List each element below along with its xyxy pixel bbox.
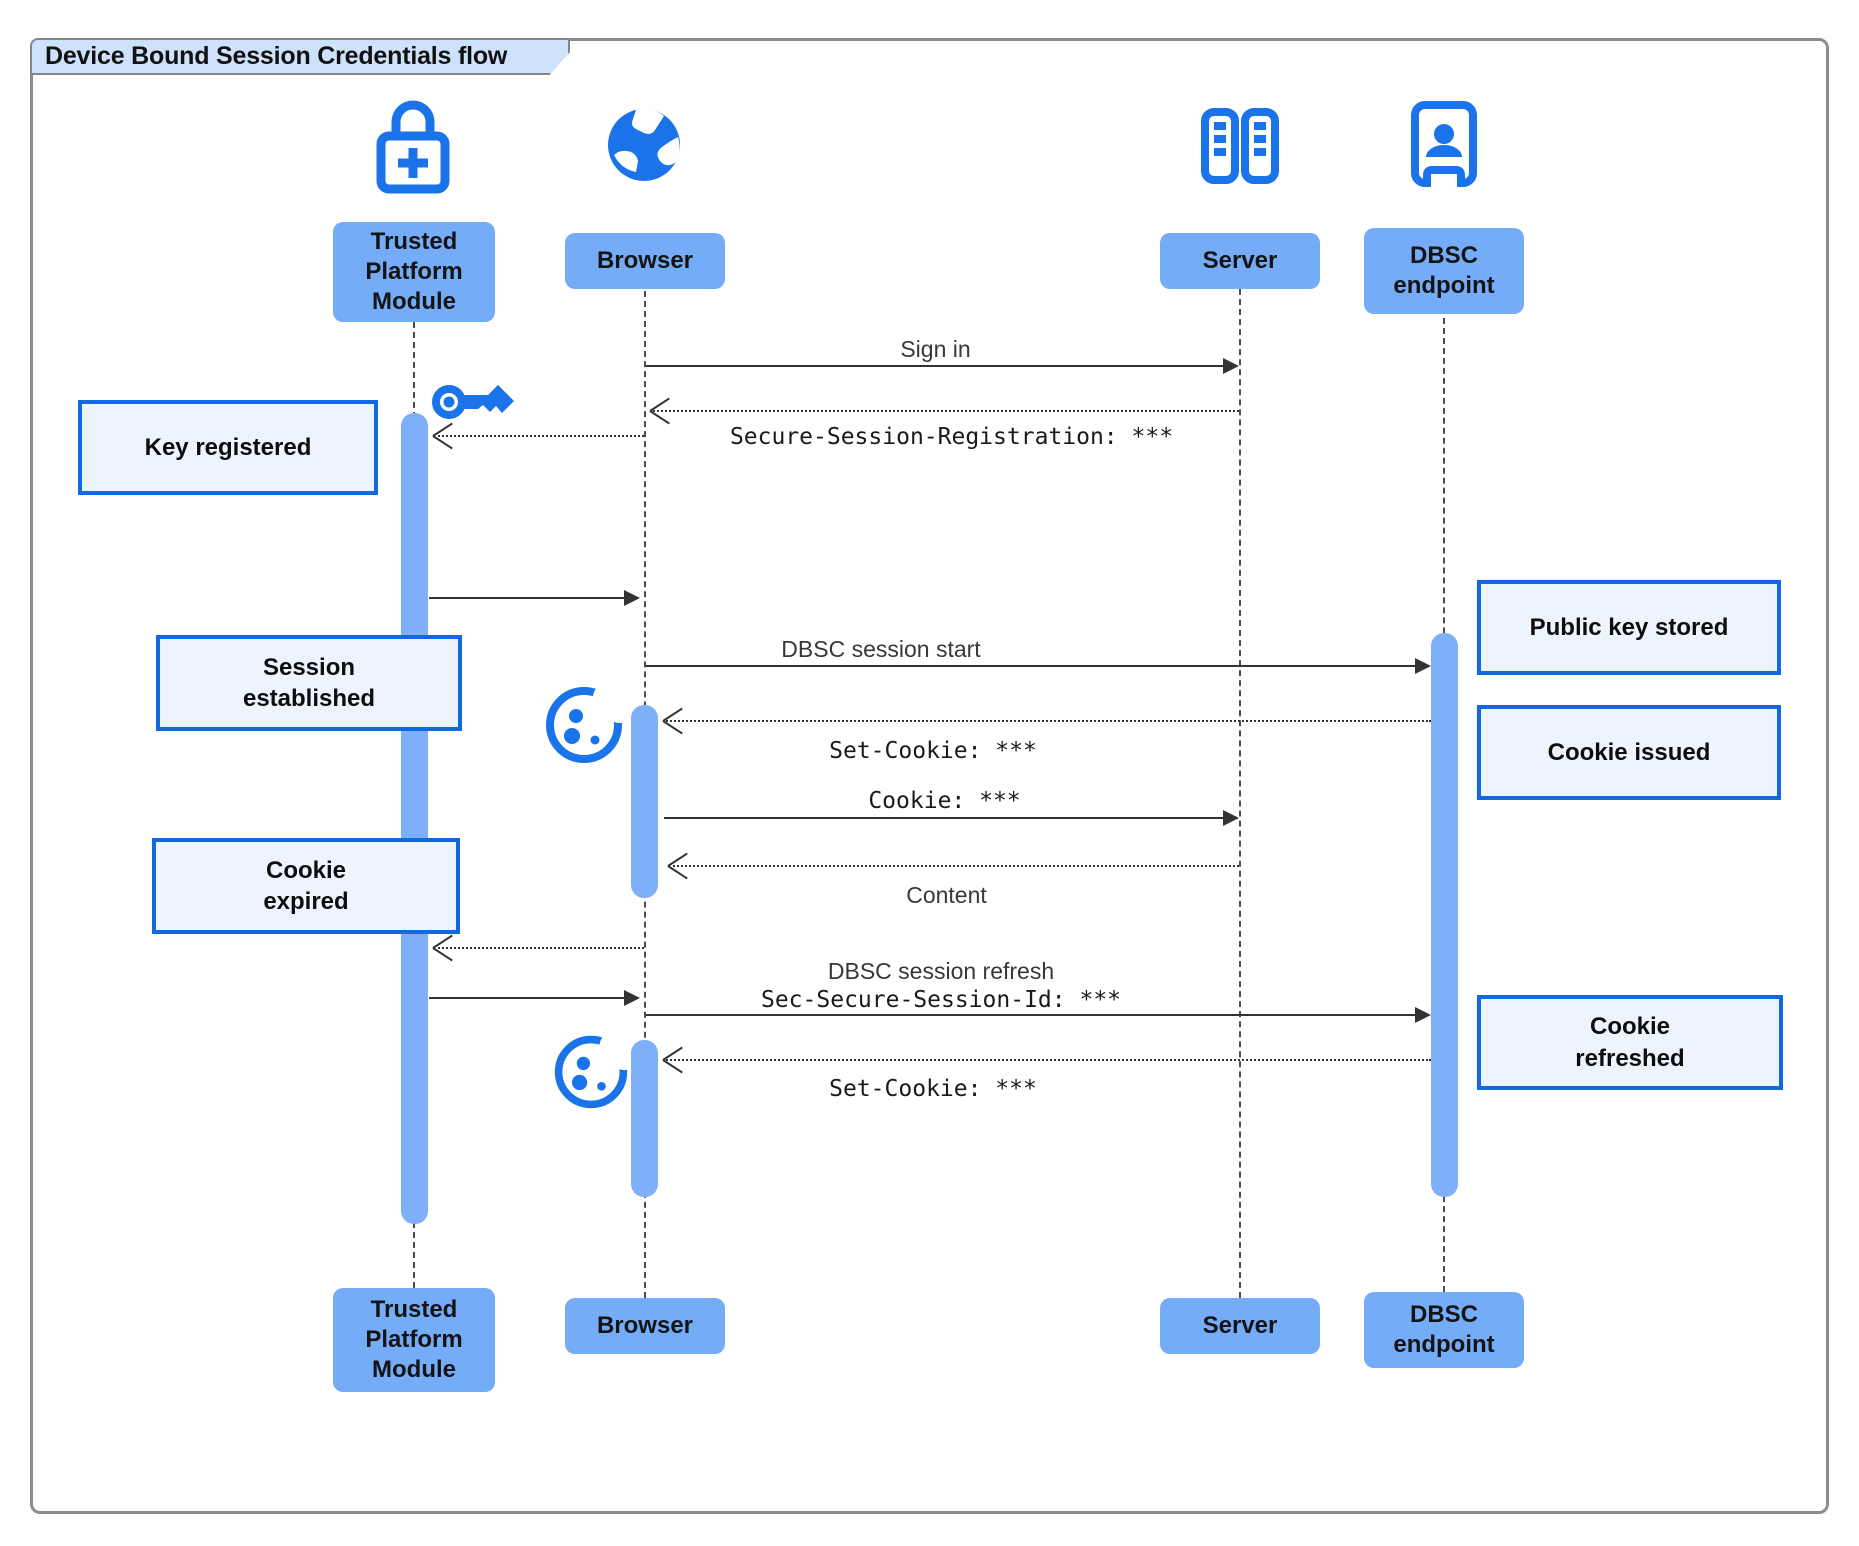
actor-tpm-label: Trusted Platform Module [365, 227, 463, 316]
tpm-activation-bar [401, 413, 428, 1224]
server-rack-icon [1200, 107, 1280, 185]
actor-browser-label: Browser [596, 1311, 694, 1339]
arrow-dbsc-session-start [646, 658, 1431, 674]
actor-tpm-bottom: Trusted Platform Module [333, 1288, 495, 1392]
note-cookie-expired: Cookie expired [152, 838, 460, 934]
cookie-icon [551, 1032, 636, 1112]
arrow-browser-to-tpm-register [433, 435, 644, 437]
actor-browser-bottom: Browser [565, 1298, 725, 1354]
actor-dbsc-label: DBSC endpoint [1393, 1300, 1495, 1358]
label-dbsc-session-start: DBSC session start [781, 636, 981, 662]
actor-browser-label: Browser [596, 246, 694, 274]
browser-activation-bar-1 [631, 705, 658, 898]
actor-browser-top: Browser [565, 233, 725, 289]
arrow-content [668, 865, 1239, 867]
lock-plus-icon [373, 100, 453, 194]
note-text: Session established [242, 653, 376, 712]
arrow-sign-in [646, 358, 1239, 374]
actor-server-label: Server [1202, 1311, 1278, 1339]
browser-activation-bar-2 [631, 1040, 658, 1197]
note-session-established: Session established [156, 635, 462, 731]
arrow-tpm-to-browser [429, 590, 640, 606]
label-secure-session-registration: Secure-Session-Registration: *** [729, 424, 1174, 450]
label-sec-secure-session-id: Sec-Secure-Session-Id: *** [760, 987, 1122, 1013]
diagram-title-tab: Device Bound Session Credentials flow [30, 38, 570, 75]
actor-tpm-top: Trusted Platform Module [333, 222, 495, 322]
server-lifeline [1239, 289, 1241, 1298]
note-cookie-issued: Cookie issued [1477, 705, 1781, 800]
actor-server-label: Server [1202, 246, 1278, 274]
arrow-cookie [664, 810, 1239, 826]
note-public-key-stored: Public key stored [1477, 580, 1781, 675]
note-text: Cookie expired [263, 856, 349, 915]
note-text: Cookie refreshed [1575, 1013, 1685, 1072]
arrow-set-cookie-1 [663, 720, 1431, 722]
note-text: Key registered [144, 433, 312, 461]
actor-server-bottom: Server [1160, 1298, 1320, 1354]
dbsc-activation-bar [1431, 633, 1458, 1197]
diagram-title: Device Bound Session Credentials flow [45, 42, 508, 70]
label-cookie: Cookie: *** [868, 788, 1021, 814]
cookie-icon [542, 683, 631, 767]
label-sign-in: Sign in [900, 336, 971, 362]
note-cookie-refreshed: Cookie refreshed [1477, 995, 1783, 1090]
actor-dbsc-top: DBSC endpoint [1364, 228, 1524, 314]
actor-dbsc-bottom: DBSC endpoint [1364, 1292, 1524, 1368]
actor-server-top: Server [1160, 233, 1320, 289]
arrow-browser-to-tpm-refresh [433, 947, 644, 949]
label-set-cookie-1: Set-Cookie: *** [829, 738, 1037, 764]
note-text: Public key stored [1529, 613, 1729, 641]
globe-icon [606, 107, 682, 183]
actor-tpm-label: Trusted Platform Module [365, 1295, 463, 1384]
label-content: Content [906, 882, 987, 908]
arrow-dbsc-session-refresh [646, 1007, 1431, 1023]
label-set-cookie-2: Set-Cookie: *** [829, 1076, 1037, 1102]
arrow-secure-session-registration [650, 410, 1239, 412]
booth-person-icon [1411, 101, 1477, 187]
arrow-tpm-to-browser-2 [429, 990, 640, 1006]
actor-dbsc-label: DBSC endpoint [1393, 241, 1495, 299]
key-icon [430, 374, 516, 430]
note-key-registered: Key registered [78, 400, 378, 495]
label-dbsc-session-refresh: DBSC session refresh [827, 958, 1055, 984]
note-text: Cookie issued [1547, 738, 1711, 766]
arrow-set-cookie-2 [663, 1059, 1431, 1061]
